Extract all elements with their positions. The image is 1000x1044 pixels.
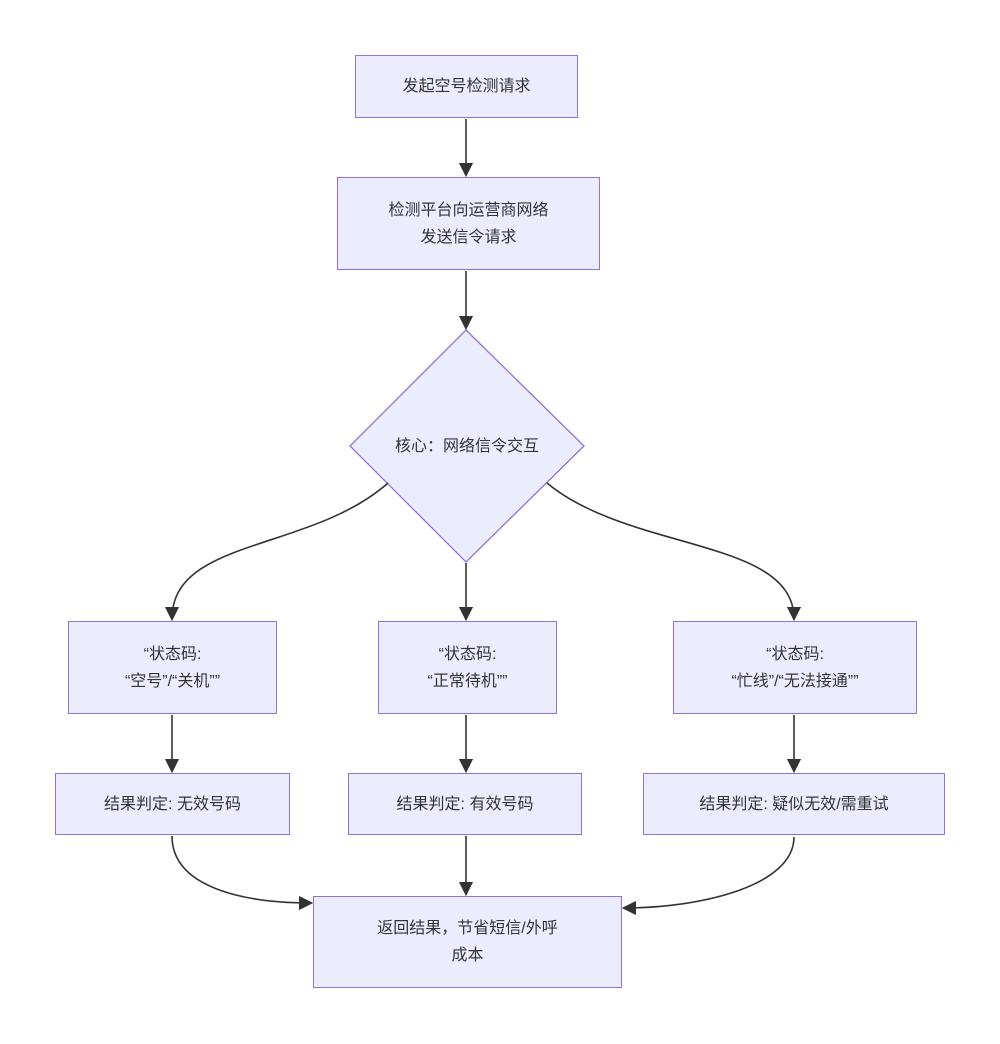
edge-decision-to-status-retry bbox=[546, 482, 802, 622]
node-status-valid-label-line2: “正常待机”” bbox=[427, 672, 508, 690]
node-status-retry: “状态码: “忙线”/“无法接通”” bbox=[673, 621, 917, 714]
node-signal-request-label-line1: 检测平台向运营商网络 bbox=[388, 201, 549, 219]
node-status-invalid-label-line1: “状态码: bbox=[143, 645, 202, 663]
node-status-valid-label-line1: “状态码: bbox=[438, 645, 497, 663]
node-end-label-line2: 成本 bbox=[451, 947, 484, 964]
edge-result-retry-to-end bbox=[621, 836, 795, 916]
node-decision: 核心：网络信令交互 bbox=[352, 432, 582, 460]
edge-result-invalid-to-end bbox=[171, 835, 314, 911]
node-start-label: 发起空号检测请求 bbox=[402, 78, 531, 95]
node-start: 发起空号检测请求 bbox=[355, 55, 578, 118]
node-result-valid: 结果判定: 有效号码 bbox=[348, 773, 582, 835]
node-status-retry-label-line1: “状态码: bbox=[766, 645, 824, 663]
node-result-retry-label: 结果判定: 疑似无效/需重试 bbox=[699, 795, 889, 813]
node-result-valid-label: 结果判定: 有效号码 bbox=[396, 795, 534, 813]
node-end: 返回结果，节省短信/外呼 成本 bbox=[313, 896, 622, 988]
node-result-invalid: 结果判定: 无效号码 bbox=[55, 773, 290, 835]
node-status-invalid-label-line2: “空号”/“关机”” bbox=[124, 672, 221, 690]
node-decision-label: 核心：网络信令交互 bbox=[394, 437, 539, 455]
node-status-valid: “状态码: “正常待机”” bbox=[378, 621, 557, 714]
node-signal-request: 检测平台向运营商网络 发送信令请求 bbox=[337, 177, 600, 270]
edge-decision-to-status-invalid bbox=[164, 482, 389, 622]
node-signal-request-label-line2: 发送信令请求 bbox=[420, 228, 517, 246]
node-result-invalid-label: 结果判定: 无效号码 bbox=[104, 795, 241, 813]
decision-diamond-shape bbox=[349, 329, 585, 563]
node-end-label-line1: 返回结果，节省短信/外呼 bbox=[377, 920, 558, 937]
node-result-retry: 结果判定: 疑似无效/需重试 bbox=[643, 773, 945, 835]
node-status-invalid: “状态码: “空号”/“关机”” bbox=[68, 621, 277, 714]
node-status-retry-label-line2: “忙线”/“无法接通”” bbox=[731, 672, 859, 690]
